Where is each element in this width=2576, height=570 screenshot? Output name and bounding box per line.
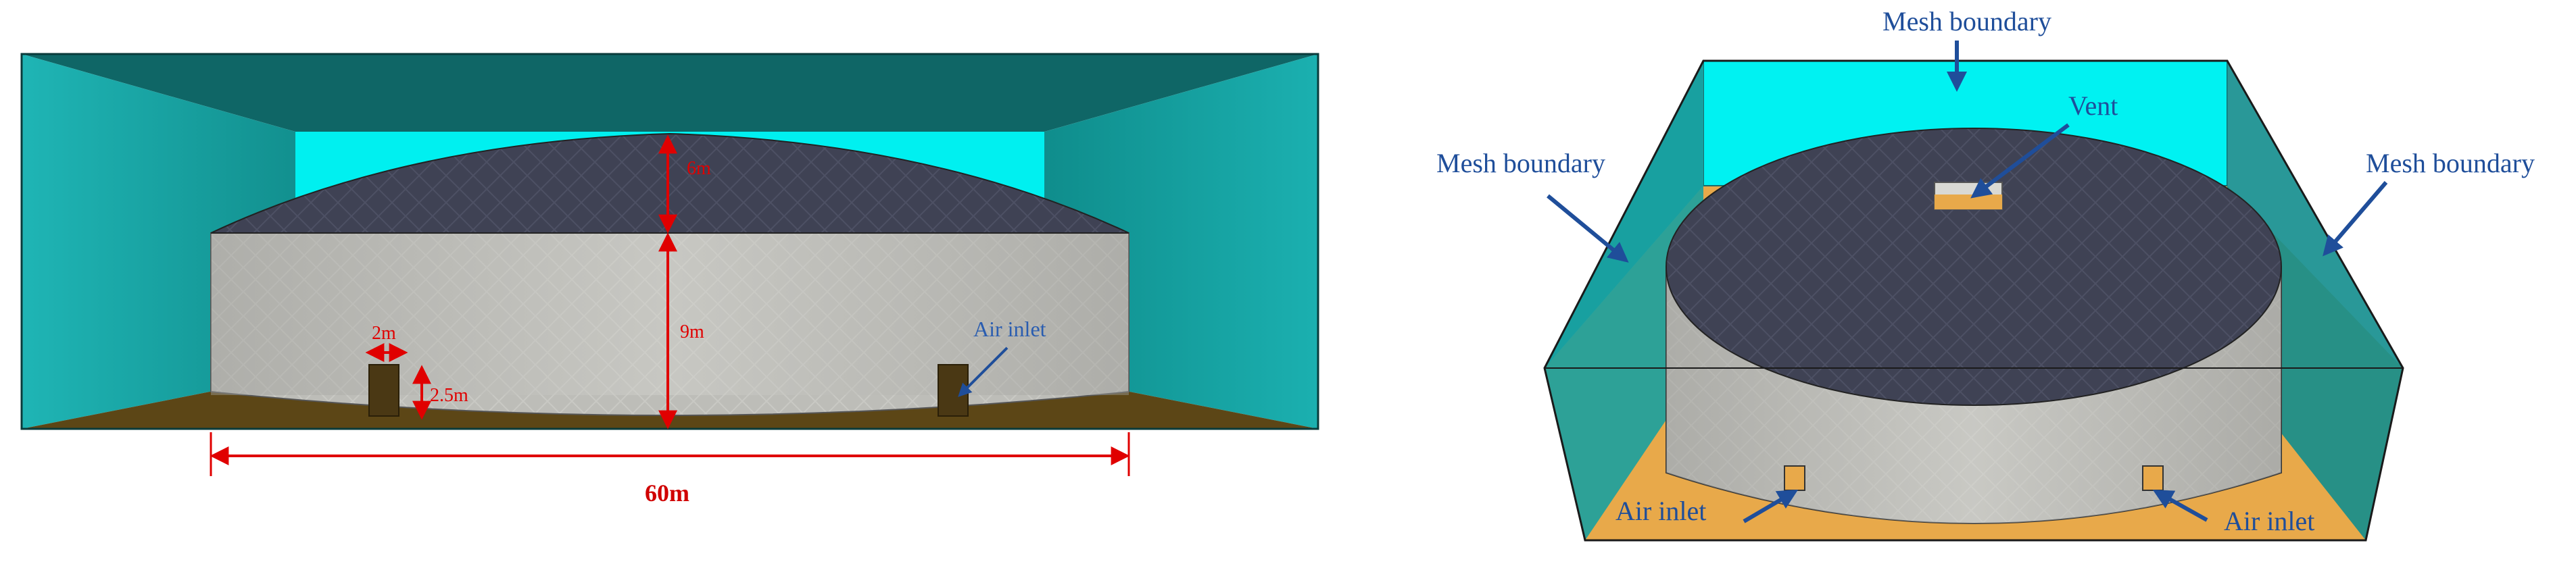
arrow-air-inlet-left [1743,489,1799,523]
label-mesh-boundary-right: Mesh boundary [2366,148,2535,178]
air-inlet-opening-left [1784,465,1805,491]
label-air-inlet-right: Air inlet [2224,506,2314,536]
arrow-air-inlet-right [2152,490,2208,522]
label-diameter: 60m [645,480,689,507]
ceiling [22,54,1318,132]
label-door-height: 2.5m [430,385,468,406]
mesh-right-wall [2227,61,2403,540]
label-mesh-boundary-left: Mesh boundary [1436,148,1605,178]
label-wall-height: 9m [680,321,704,342]
arrow-mesh-right [2323,181,2388,257]
left-panel: 6m 9m 2m 2.5m 60m Air inlet [20,53,1319,507]
air-inlet-arrow [958,346,1008,397]
air-inlet-opening-right [2142,465,2164,491]
right-panel: Mesh boundary Mesh boundary Mesh boundar… [1436,6,2535,542]
label-mesh-boundary-top: Mesh boundary [1882,6,2051,36]
arrow-mesh-left [1547,194,1629,263]
label-vent: Vent [2068,90,2118,121]
door-left [368,364,399,417]
label-dome-height: 6m [687,158,711,179]
label-air-inlet-left: Air inlet [1615,496,1706,526]
label-door-width: 2m [372,323,396,344]
tank-roof-3d [1666,128,2282,406]
label-air-inlet-left-panel: Air inlet [973,317,1046,341]
arrow-vent [1970,123,2070,199]
